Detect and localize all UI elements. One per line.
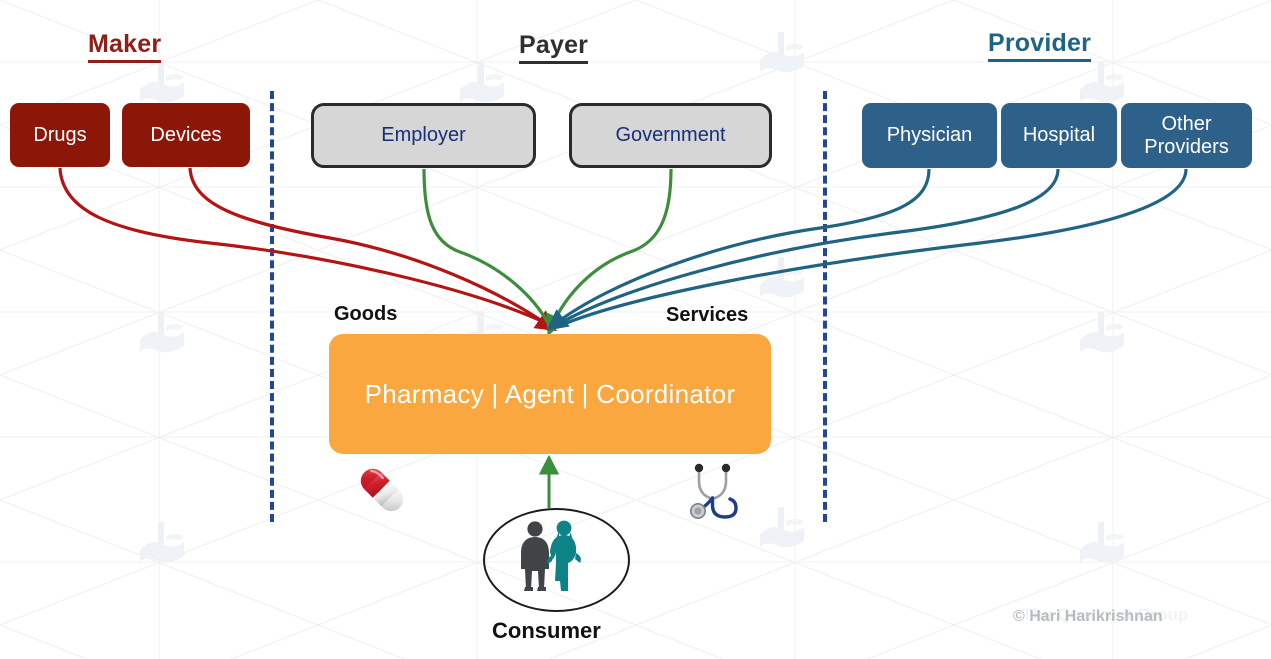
column-title-provider-text: Provider bbox=[988, 29, 1092, 62]
node-drugs-label: Drugs bbox=[33, 123, 87, 146]
node-government[interactable]: Government bbox=[569, 103, 772, 168]
two-people-icon bbox=[521, 520, 581, 591]
hub-pharmacy-agent-coordinator[interactable]: Pharmacy | Agent | Coordinator bbox=[329, 334, 771, 454]
flow-employer-to-hub bbox=[422, 168, 551, 326]
node-government-label: Government bbox=[615, 124, 726, 147]
node-physician[interactable]: Physician bbox=[862, 103, 997, 168]
hub-label: Pharmacy | Agent | Coordinator bbox=[364, 378, 736, 409]
consumer-ellipse bbox=[483, 508, 630, 612]
divider-payer-provider bbox=[823, 91, 827, 522]
stethoscope-icon bbox=[690, 463, 738, 519]
node-hospital-label: Hospital bbox=[1022, 124, 1096, 147]
column-title-payer-text: Payer bbox=[519, 31, 589, 64]
node-other-providers-label: Other Providers bbox=[1144, 113, 1229, 158]
column-title-provider: Provider bbox=[988, 29, 1092, 62]
node-physician-label: Physician bbox=[886, 124, 973, 147]
label-goods: Goods bbox=[334, 303, 398, 325]
divider-maker-payer bbox=[270, 91, 274, 522]
flow-physician-to-hub bbox=[546, 168, 931, 331]
node-employer-label: Employer bbox=[381, 124, 466, 147]
pill-capsule-icon bbox=[360, 468, 404, 512]
node-devices[interactable]: Devices bbox=[122, 103, 250, 167]
label-services: Services bbox=[666, 304, 749, 326]
flow-devices-to-hub bbox=[188, 167, 557, 332]
column-title-maker-text: Maker bbox=[88, 30, 162, 63]
flow-other-providers-to-hub bbox=[558, 168, 1188, 328]
node-drugs[interactable]: Drugs bbox=[10, 103, 110, 167]
flow-hospital-to-hub bbox=[556, 168, 1060, 327]
consumer-label: Consumer bbox=[492, 618, 601, 643]
copyright-notice: © Hari Harikrishnan bbox=[1013, 608, 1163, 625]
column-title-maker: Maker bbox=[88, 30, 162, 63]
column-title-payer: Payer bbox=[519, 31, 589, 64]
node-devices-label: Devices bbox=[150, 123, 222, 146]
node-other-providers[interactable]: Other Providers bbox=[1121, 103, 1252, 168]
node-hospital[interactable]: Hospital bbox=[1001, 103, 1117, 168]
flow-government-to-hub bbox=[546, 168, 673, 336]
flow-drugs-to-hub bbox=[58, 167, 547, 325]
node-employer[interactable]: Employer bbox=[311, 103, 536, 168]
